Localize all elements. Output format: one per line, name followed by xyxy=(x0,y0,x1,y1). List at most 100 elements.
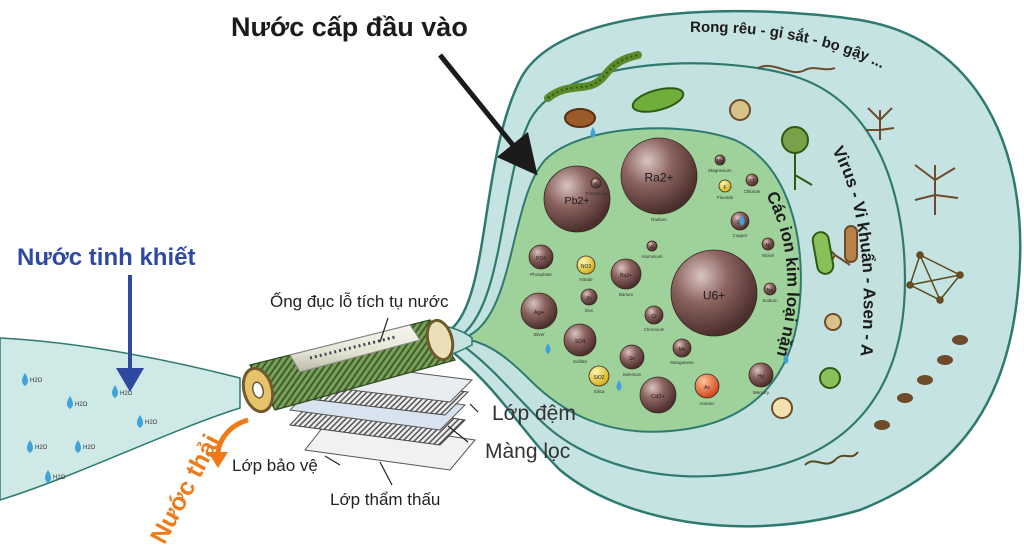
ion-circle xyxy=(639,376,677,414)
ion-caption: Mercury xyxy=(753,390,770,395)
svg-text:H2O: H2O xyxy=(75,402,88,408)
ion-label: Cd2+ xyxy=(651,394,666,400)
ion-circle xyxy=(576,255,596,275)
ion-caption: Nitrate xyxy=(579,277,593,282)
ion-caption: Copper xyxy=(733,233,748,238)
ion-6: Ag+Silver xyxy=(520,292,558,337)
paramecium xyxy=(631,87,685,113)
virus xyxy=(771,397,793,419)
ion-circle xyxy=(590,177,602,189)
filter-membrane-label: Màng lọc xyxy=(485,440,571,463)
ion-circle xyxy=(718,179,732,193)
ion-circle xyxy=(528,244,554,270)
h2o-labels: H2O H2O H2O H2O H2O H2O H2O xyxy=(30,378,158,481)
ion-caption: Potassium xyxy=(585,191,606,196)
ion-caption: Sodium xyxy=(762,298,778,303)
ion-caption: Aluminium xyxy=(641,254,662,259)
ion-label: Ra2+ xyxy=(644,171,673,185)
spacer-layer-label: Lớp đệm xyxy=(492,402,576,425)
rotifer xyxy=(781,126,809,154)
ion-16: CuCopper xyxy=(730,211,750,238)
collection-tube-label: Ống đục lỗ tích tụ nước xyxy=(270,292,449,311)
ion-label: Ni xyxy=(766,243,771,249)
ion-caption: Chloride xyxy=(744,189,761,194)
ion-caption: Nickel xyxy=(762,253,774,258)
ciliate xyxy=(564,108,596,128)
ion-circle xyxy=(714,154,726,166)
ion-caption: Sulfate xyxy=(573,359,588,364)
ion-caption: Arsenic xyxy=(699,401,715,406)
pure-water-label: Nước tinh khiết xyxy=(17,244,196,271)
ion-caption: Zinc xyxy=(585,308,594,313)
title: Nước cấp đầu vào xyxy=(231,12,468,42)
permeate-layer-label: Lớp thẩm thấu xyxy=(330,490,441,509)
leader-lines xyxy=(324,317,479,486)
ion-circle xyxy=(646,240,658,252)
waste-arrow xyxy=(208,417,249,468)
ion-10: Cd2+ xyxy=(639,376,677,414)
ion-label: PO4 xyxy=(536,256,546,262)
outlet-end xyxy=(425,318,455,362)
svg-text:H2O: H2O xyxy=(145,420,158,426)
organisms xyxy=(544,51,968,466)
ion-label: SO4 xyxy=(575,339,585,345)
flagellate xyxy=(824,313,842,331)
pure-water-arrow xyxy=(116,275,144,392)
chain-bacteria xyxy=(874,335,968,430)
ion-circle xyxy=(748,362,774,388)
ion-label: Cr xyxy=(651,314,657,320)
ion-label: Se xyxy=(629,356,635,362)
ion-label: Pb2+ xyxy=(565,195,590,207)
ion-0: Pb2+ xyxy=(543,165,611,233)
ion-circle xyxy=(763,282,777,296)
ion-label: Zn xyxy=(586,296,592,302)
ion-label: SiO2 xyxy=(593,375,604,381)
ion-label: Cl xyxy=(750,179,755,185)
ion-label: Hg xyxy=(758,374,765,380)
ion-3: Ba2+Barium xyxy=(610,258,642,297)
ion-label: As xyxy=(704,385,710,391)
ion-caption: Chromium xyxy=(644,327,665,332)
ion-label: U6+ xyxy=(703,288,725,302)
ion-label: Al xyxy=(650,245,654,251)
ion-label: Na xyxy=(767,288,774,294)
rod-bacterium xyxy=(811,231,835,275)
ion-caption: Phosphate xyxy=(530,272,552,277)
ion-circle xyxy=(694,373,720,399)
network-cluster xyxy=(906,251,964,304)
ion-label: F xyxy=(723,185,726,191)
ion-label: NO3 xyxy=(581,264,592,270)
ion-circle xyxy=(619,344,645,370)
ion-2: U6+ xyxy=(670,249,758,337)
ion-label: Mg xyxy=(717,159,724,165)
ion-1: Ra2+Radium xyxy=(620,137,698,222)
water-droplets xyxy=(22,373,143,483)
ion-circle xyxy=(563,323,597,357)
ion-circle xyxy=(745,173,759,187)
ion-caption: Manganese xyxy=(670,360,694,365)
bubble-droplets xyxy=(545,127,789,391)
membrane-cylinder xyxy=(241,318,456,414)
spiky-microbe xyxy=(819,367,841,389)
ion-caption: Silica xyxy=(594,389,605,394)
ion-circle xyxy=(520,292,558,330)
ion-circle xyxy=(644,305,664,325)
svg-text:H2O: H2O xyxy=(83,445,96,451)
feed-arrow xyxy=(438,53,538,176)
ion-circle xyxy=(672,338,692,358)
ion-circle xyxy=(761,237,775,251)
